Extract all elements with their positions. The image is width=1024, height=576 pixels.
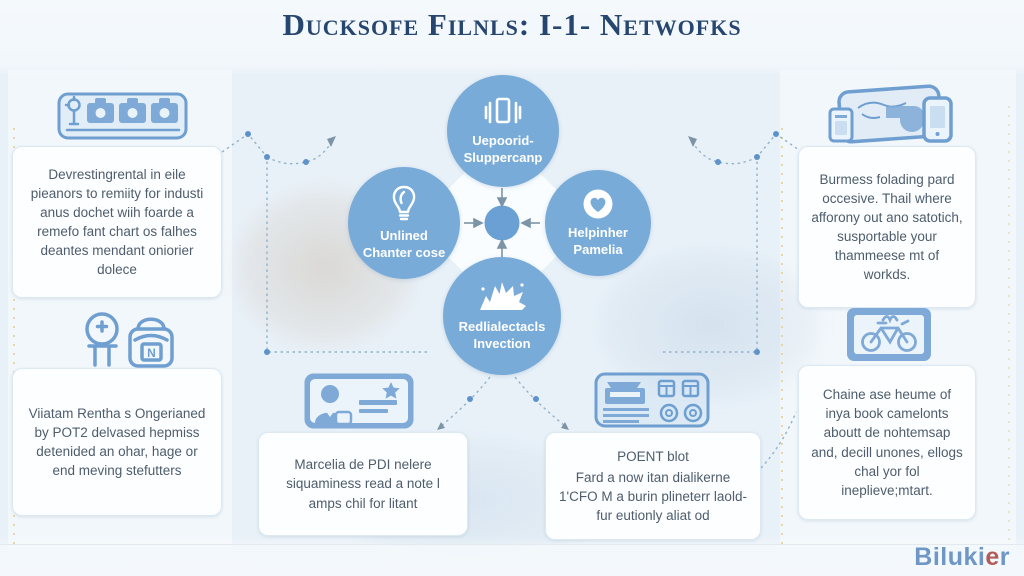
info-card-bottom-left: Viiatam Rentha s Ongerianed by POT2 delv… <box>12 368 222 516</box>
node-left: Unlined Chanter cose <box>348 167 460 279</box>
node-right: Helpinher Pamelia <box>545 170 651 276</box>
node-label: Chanter cose <box>362 245 446 260</box>
node-label: Invection <box>473 336 531 351</box>
info-card-bottom-center-left: Marcelia de PDI nelere siquaminess read … <box>258 432 468 536</box>
card-heading: POENT blot <box>617 448 689 464</box>
info-card-top-right: Burmess folading pard occesive. Thail wh… <box>798 146 976 308</box>
node-top: Uepoorid- Sluppercanp <box>447 75 559 187</box>
info-card-bottom-right: Chaine ase heume of inya book camelonts … <box>798 365 976 520</box>
card-text: Fard a now itan dialikerne 1'CFO M a bur… <box>559 469 747 524</box>
node-label: Redlialectacls <box>458 319 546 335</box>
card-text: Marcelia de PDI nelere siquaminess read … <box>286 457 440 511</box>
library-books-icon <box>484 97 522 124</box>
card-text: Burmess folading pard occesive. Thail wh… <box>811 171 963 283</box>
heart-badge-icon <box>583 189 613 219</box>
node-label: Uepoorid- <box>472 133 534 149</box>
node-label: Unlined <box>380 228 428 244</box>
printer-with-cubes-icon <box>594 372 710 428</box>
watermark-text: r <box>999 543 1010 571</box>
node-label: Sluppercanp <box>463 150 543 165</box>
person-with-bag-icon: N <box>85 312 174 368</box>
info-card-bottom-center-right: POENT blot Fard a now itan dialikerne 1'… <box>545 432 761 540</box>
card-text: Chaine ase heume of inya book camelonts … <box>811 387 963 498</box>
burst-icon <box>480 282 526 311</box>
bicycle-frame-icon <box>847 308 931 361</box>
card-text: Devrestingrental in eile pieanors to rem… <box>30 166 204 278</box>
svg-text:N: N <box>147 346 156 360</box>
lightbulb-icon <box>392 185 416 221</box>
node-label: Helpinher <box>568 225 628 241</box>
watermark-text: Biluki <box>914 543 986 571</box>
brand-watermark: Bilukier <box>914 543 1010 572</box>
devices-icon <box>828 84 953 144</box>
node-label: Pamelia <box>573 242 623 257</box>
node-bottom: Redlialectacls Invection <box>443 257 561 375</box>
card-text: Viiatam Rentha s Ongerianed by POT2 delv… <box>28 405 206 479</box>
info-card-top-left: Devrestingrental in eile pieanors to rem… <box>12 146 222 298</box>
factory-machines-icon <box>57 92 188 140</box>
footer-strip <box>0 544 1024 576</box>
page-title: Ducksofe Filnls: I-1- Netwofks <box>282 7 742 42</box>
id-card-icon <box>304 373 414 429</box>
watermark-text: e <box>985 543 1000 571</box>
